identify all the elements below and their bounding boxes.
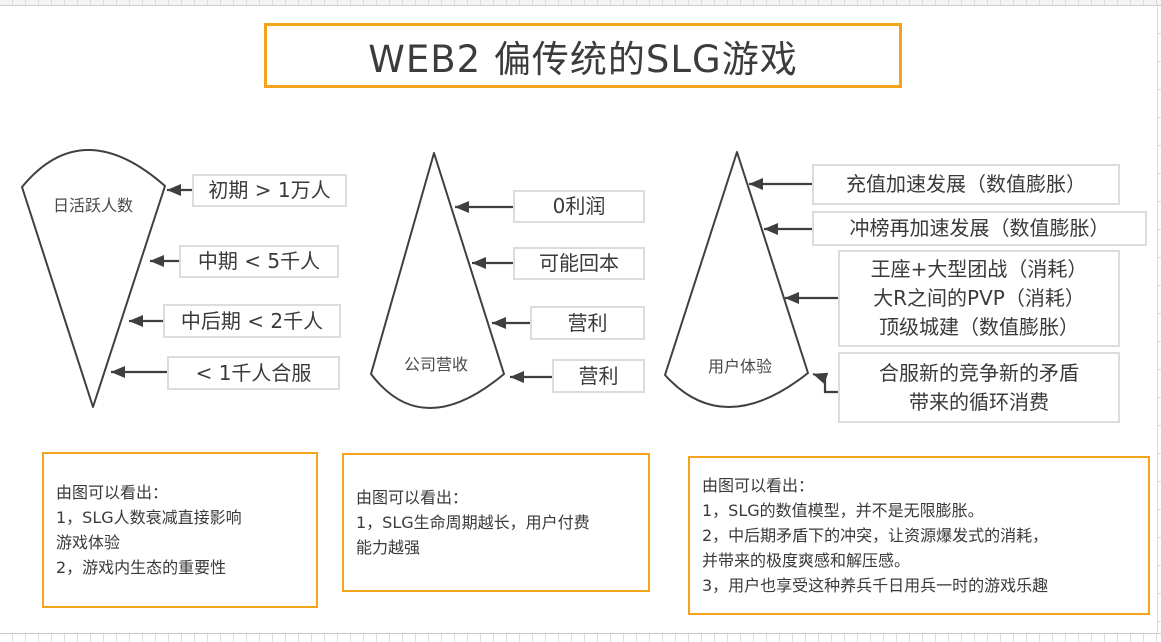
revenue-stage-text-1: 0利润 [552, 194, 606, 218]
conclusion-ux-line-5: 3，用户也享受这种养兵千日用兵一时的游戏乐趣 [702, 576, 1049, 595]
dau-stage-box-1[interactable]: 初期 > 1万人 [192, 174, 347, 207]
revenue-cone-shape[interactable] [370, 152, 505, 409]
revenue-stage-text-2: 可能回本 [539, 251, 619, 275]
ux-stage-text-3c: 顶级城建（数值膨胀） [879, 315, 1079, 339]
ux-stage-box-4[interactable]: 合服新的竞争新的矛盾 带来的循环消费 [838, 352, 1120, 423]
spreadsheet-grid-bottom [0, 633, 1161, 642]
dau-stage-text-4: < 1千人合服 [195, 360, 312, 385]
ux-cone-shape[interactable] [664, 151, 809, 408]
revenue-cone-label: 公司营收 [403, 355, 468, 374]
conclusion-dau-line-1: 由图可以看出： [56, 483, 169, 502]
conclusion-revenue-line-2: 1，SLG生命周期越长，用户付费 [356, 513, 590, 532]
dau-stage-text-3: 中后期 < 2千人 [180, 308, 324, 333]
ux-stage-text-3a: 王座+大型团战（消耗） [870, 257, 1088, 281]
dau-stage-box-4[interactable]: < 1千人合服 [167, 356, 340, 390]
ux-stage-text-4a: 合服新的竞争新的矛盾 [879, 360, 1079, 385]
ux-stage-text-2: 冲榜再加速发展（数值膨胀） [849, 216, 1110, 240]
title-box[interactable]: WEB2 偏传统的SLG游戏 [264, 23, 902, 88]
dau-stage-box-3[interactable]: 中后期 < 2千人 [163, 304, 341, 338]
dau-stage-text-2: 中期 < 5千人 [197, 249, 321, 273]
dau-stage-text-1: 初期 > 1万人 [208, 178, 331, 202]
conclusion-box-revenue[interactable]: 由图可以看出： 1，SLG生命周期越长，用户付费 能力越强 [342, 453, 650, 592]
ux-stage-box-2[interactable]: 冲榜再加速发展（数值膨胀） [812, 211, 1147, 246]
ux-cone-label: 用户体验 [707, 357, 772, 376]
conclusion-box-dau[interactable]: 由图可以看出： 1，SLG人数衰减直接影响 游戏体验 2，游戏内生态的重要性 [42, 452, 318, 608]
conclusion-dau-line-2: 1，SLG人数衰减直接影响 [56, 508, 242, 527]
conclusion-box-ux[interactable]: 由图可以看出： 1，SLG的数值模型，并不是无限膨胀。 2，中后期矛盾下的冲突，… [688, 456, 1150, 615]
conclusion-ux-line-4: 并带来的极度爽感和解压感。 [702, 551, 911, 570]
revenue-stage-box-3[interactable]: 营利 [530, 306, 645, 340]
ux-stage-elbow-arrow-4 [812, 372, 838, 394]
page-title: WEB2 偏传统的SLG游戏 [368, 37, 798, 81]
conclusion-dau-line-3: 游戏体验 [56, 533, 121, 552]
revenue-stage-box-1[interactable]: 0利润 [513, 190, 645, 223]
ux-stage-box-3[interactable]: 王座+大型团战（消耗） 大R之间的PVP（消耗） 顶级城建（数值膨胀） [838, 250, 1120, 347]
spreadsheet-grid-top [0, 0, 1161, 6]
revenue-stage-box-2[interactable]: 可能回本 [513, 247, 645, 280]
ux-stage-text-3b: 大R之间的PVP（消耗） [873, 286, 1085, 310]
dau-stage-box-2[interactable]: 中期 < 5千人 [179, 245, 339, 278]
ux-stage-text-1: 充值加速发展（数值膨胀） [846, 172, 1086, 196]
ux-stage-text-4b: 带来的循环消费 [909, 389, 1049, 414]
spreadsheet-grid-right [1157, 6, 1161, 633]
conclusion-ux-line-3: 2，中后期矛盾下的冲突，让资源爆发式的消耗， [702, 526, 1049, 545]
revenue-stage-text-4: 营利 [578, 363, 619, 388]
conclusion-ux-line-1: 由图可以看出： [702, 476, 815, 495]
dau-cone-label: 日活跃人数 [52, 196, 133, 215]
conclusion-revenue-line-1: 由图可以看出： [356, 488, 469, 507]
revenue-stage-text-3: 营利 [567, 310, 608, 335]
revenue-stage-box-4[interactable]: 营利 [552, 359, 645, 393]
conclusion-ux-line-2: 1，SLG的数值模型，并不是无限膨胀。 [702, 501, 984, 520]
conclusion-dau-line-4: 2，游戏内生态的重要性 [56, 558, 227, 577]
conclusion-revenue-line-3: 能力越强 [356, 538, 421, 557]
dau-cone-shape[interactable] [21, 149, 166, 408]
ux-stage-box-1[interactable]: 充值加速发展（数值膨胀） [812, 164, 1120, 205]
